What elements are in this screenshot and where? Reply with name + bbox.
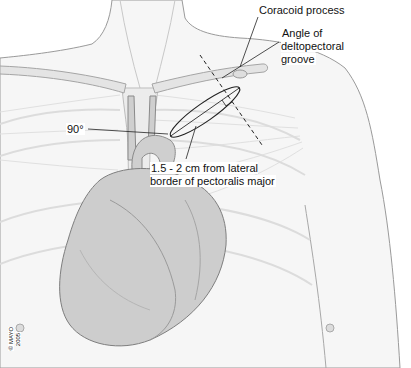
structure-label: Angle of deltopectoral groove [281,27,363,66]
angle-label: 90° [66,123,96,136]
dimension-note: 1.5 - 2 cm from lateral border of pector… [150,162,288,188]
copyright-mark: © MAYO 2005 [8,322,22,356]
structure-label: Coracoid process [258,4,378,17]
